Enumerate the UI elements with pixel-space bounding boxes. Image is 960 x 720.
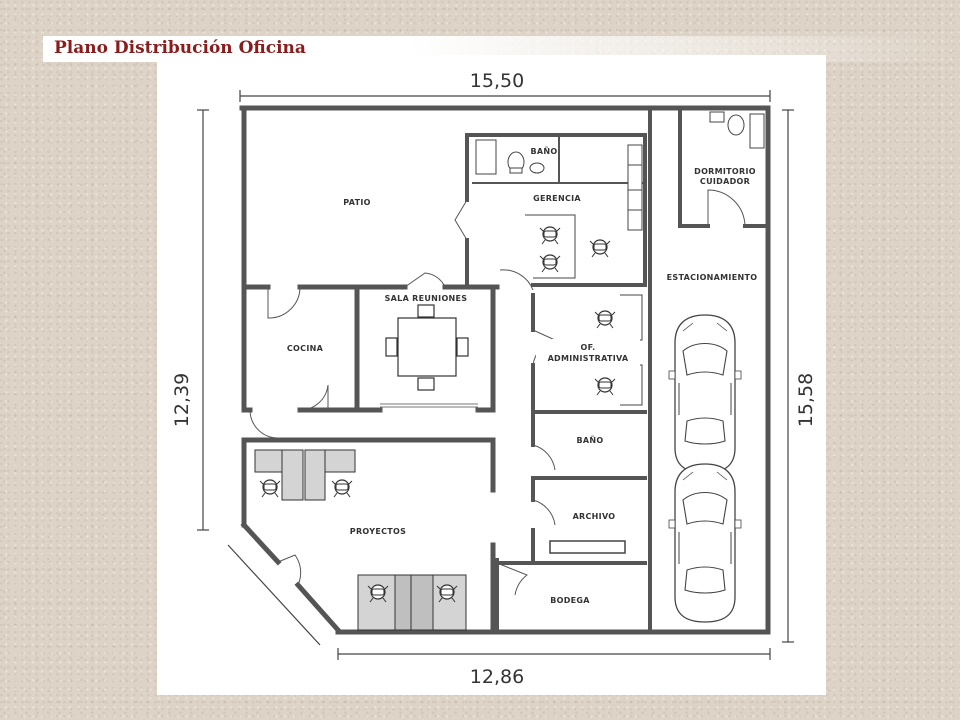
label-admin-2: ADMINISTRATIVA <box>548 354 629 363</box>
meeting-table <box>385 304 469 391</box>
dimension-bottom: 12,86 <box>470 666 524 688</box>
label-estacionamiento: ESTACIONAMIENTO <box>667 273 758 282</box>
label-sala-reuniones: SALA REUNIONES <box>385 294 468 303</box>
dimension-top: 15,50 <box>470 70 524 92</box>
label-bodega: BODEGA <box>550 596 590 605</box>
label-archivo: ARCHIVO <box>573 512 616 521</box>
dimension-left: 12,39 <box>171 373 193 427</box>
archivo-shelf <box>549 540 626 554</box>
label-bano-gerencia: BAÑO <box>531 146 558 156</box>
label-dormitorio-1: DORMITORIO <box>694 167 756 176</box>
label-patio: PATIO <box>343 198 370 207</box>
sala-blinds <box>380 403 478 408</box>
label-gerencia: GERENCIA <box>533 194 581 203</box>
label-proyectos: PROYECTOS <box>350 527 406 536</box>
label-cocina: COCINA <box>287 344 324 353</box>
bathroom-fixtures <box>475 111 765 231</box>
car-bottom <box>668 463 742 623</box>
label-admin-bg <box>536 339 640 367</box>
door-swings <box>249 189 746 596</box>
label-dormitorio-2: CUIDADOR <box>700 177 750 186</box>
car-top <box>668 314 742 474</box>
dimension-right: 15,58 <box>795 373 817 427</box>
page-title: Plano Distribución Oficina <box>54 38 306 58</box>
label-admin-1: OF. <box>580 343 595 352</box>
proyectos-furniture <box>254 449 467 631</box>
gerencia-furniture <box>525 214 611 279</box>
walls <box>239 105 771 635</box>
label-bano: BAÑO <box>577 435 604 445</box>
dimension-lines <box>197 90 794 660</box>
room-labels: BAÑO GERENCIA PATIO DORMITORIO CUIDADOR … <box>287 146 757 605</box>
